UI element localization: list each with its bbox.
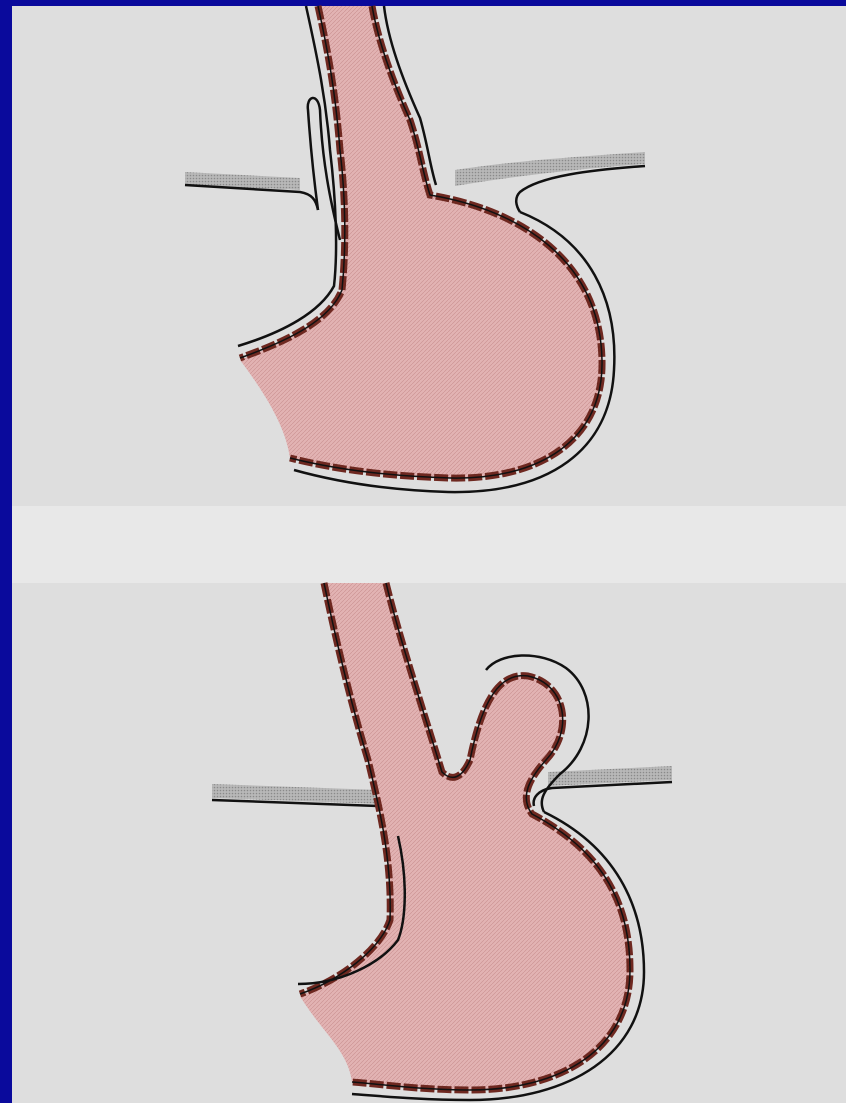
bottom-stomach-illustration <box>212 583 672 1100</box>
bottom-stomach-lumen <box>300 583 630 1090</box>
top-stomach-illustration <box>185 6 645 492</box>
